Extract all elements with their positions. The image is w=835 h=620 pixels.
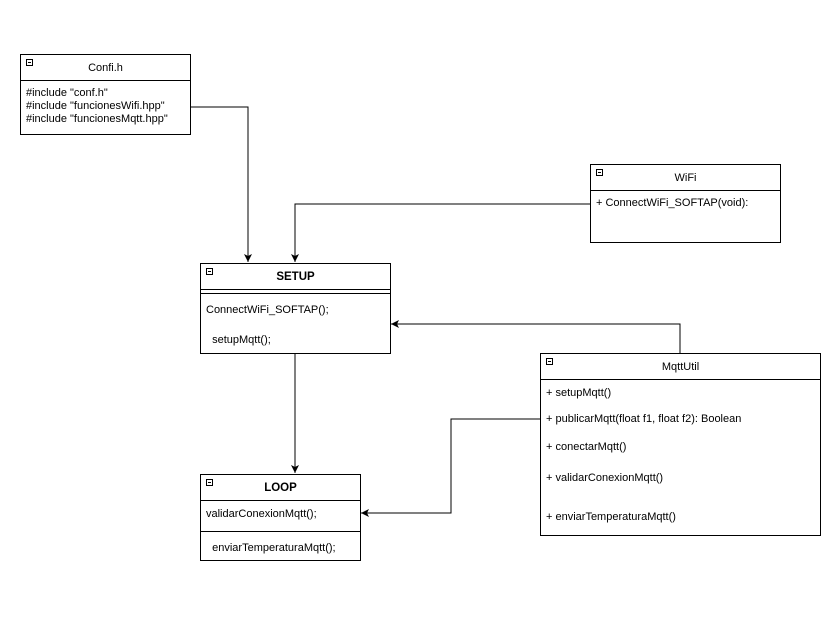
- class-header: Confi.h: [21, 55, 190, 81]
- class-member: ConnectWiFi_SOFTAP();: [206, 304, 329, 316]
- class-member: + publicarMqtt(float f1, float f2): Bool…: [546, 413, 742, 425]
- class-title: SETUP: [276, 270, 315, 283]
- class-member: setupMqtt();: [206, 334, 271, 346]
- class-member: + setupMqtt(): [546, 387, 612, 399]
- class-header: LOOP: [201, 475, 360, 501]
- class-member: #include "funcionesWifi.hpp": [26, 100, 165, 112]
- class-member: enviarTemperaturaMqtt();: [206, 542, 336, 554]
- class-member: #include "funcionesMqtt.hpp": [26, 113, 168, 125]
- class-member: + validarConexionMqtt(): [546, 472, 664, 484]
- collapse-icon[interactable]: [596, 169, 603, 176]
- class-member: + ConnectWiFi_SOFTAP(void):: [596, 197, 749, 209]
- collapse-icon[interactable]: [546, 358, 553, 365]
- collapse-icon[interactable]: [26, 59, 33, 66]
- class-wifi[interactable]: WiFi + ConnectWiFi_SOFTAP(void):: [590, 164, 781, 243]
- class-setup[interactable]: SETUP ConnectWiFi_SOFTAP(); setupMqtt();: [200, 263, 391, 354]
- class-member: + enviarTemperaturaMqtt(): [546, 511, 676, 523]
- class-member: + conectarMqtt(): [546, 441, 627, 453]
- class-header: WiFi: [591, 165, 780, 191]
- collapse-icon[interactable]: [206, 268, 213, 275]
- arrow-mqttutil-to-loop: [361, 418, 540, 517]
- class-header: MqttUtil: [541, 354, 820, 380]
- arrow-mqttutil-to-setup: [391, 320, 681, 353]
- class-title: WiFi: [674, 171, 697, 184]
- arrow-wifi-to-setup: [291, 203, 590, 262]
- class-title: MqttUtil: [661, 360, 700, 373]
- class-header: SETUP: [201, 264, 390, 290]
- class-title: LOOP: [264, 481, 297, 494]
- divider: [201, 531, 360, 532]
- collapse-icon[interactable]: [206, 479, 213, 486]
- divider: [201, 293, 390, 294]
- arrow-confi-to-setup: [190, 106, 252, 262]
- class-confi-h[interactable]: Confi.h #include "conf.h" #include "func…: [20, 54, 191, 135]
- class-member: #include "conf.h": [26, 87, 108, 99]
- class-loop[interactable]: LOOP validarConexionMqtt(); enviarTemper…: [200, 474, 361, 561]
- class-mqttutil[interactable]: MqttUtil + setupMqtt() + publicarMqtt(fl…: [540, 353, 821, 536]
- class-title: Confi.h: [88, 61, 123, 74]
- class-member: validarConexionMqtt();: [206, 508, 317, 520]
